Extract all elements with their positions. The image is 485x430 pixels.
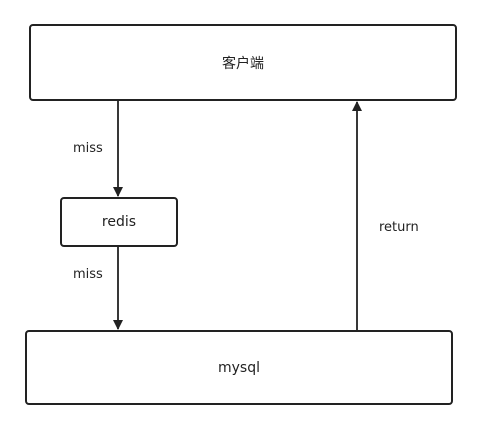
node-client-label: 客户端 — [222, 55, 264, 72]
edge-label-client-to-redis: miss — [73, 141, 103, 156]
edge-label-mysql-to-client: return — [379, 220, 419, 235]
node-redis: redis — [60, 197, 178, 247]
node-redis-label: redis — [101, 214, 137, 230]
node-mysql-label: mysql — [218, 359, 260, 376]
edge-label-redis-to-mysql: miss — [73, 267, 103, 282]
node-client: 客户端 — [29, 24, 457, 101]
node-mysql: mysql — [25, 330, 453, 405]
